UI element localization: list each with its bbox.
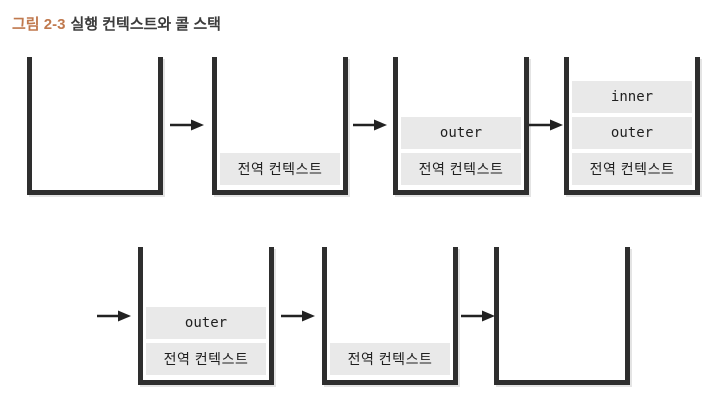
call-stack-inner-popped: outer 전역 컨텍스트 [138, 247, 274, 385]
stack-item-global-context: 전역 컨텍스트 [146, 343, 266, 375]
stack-item-outer: outer [572, 117, 692, 149]
stack-item-global-context: 전역 컨텍스트 [330, 343, 450, 375]
call-stack-inner-pushed: inner outer 전역 컨텍스트 [564, 57, 700, 195]
call-stack-global-pushed: 전역 컨텍스트 [212, 57, 348, 195]
call-stack-outer-popped: 전역 컨텍스트 [322, 247, 458, 385]
call-stack-outer-pushed: outer 전역 컨텍스트 [393, 57, 529, 195]
stack-item-inner: inner [572, 81, 692, 113]
arrow-right-icon [281, 309, 315, 323]
figure-title: 실행 컨텍스트와 콜 스택 [70, 16, 221, 33]
call-stack-empty-end [494, 247, 630, 385]
arrow-right-icon [170, 118, 204, 132]
arrow-right-icon [97, 309, 131, 323]
stack-item-outer: outer [146, 307, 266, 339]
call-stack-empty-start [27, 57, 163, 195]
figure-number: 그림 2-3 [12, 16, 66, 33]
stack-item-outer: outer [401, 117, 521, 149]
stack-item-global-context: 전역 컨텍스트 [572, 153, 692, 185]
arrow-right-icon [529, 118, 563, 132]
stack-item-global-context: 전역 컨텍스트 [401, 153, 521, 185]
arrow-right-icon [353, 118, 387, 132]
arrow-right-icon [461, 309, 495, 323]
stack-item-global-context: 전역 컨텍스트 [220, 153, 340, 185]
